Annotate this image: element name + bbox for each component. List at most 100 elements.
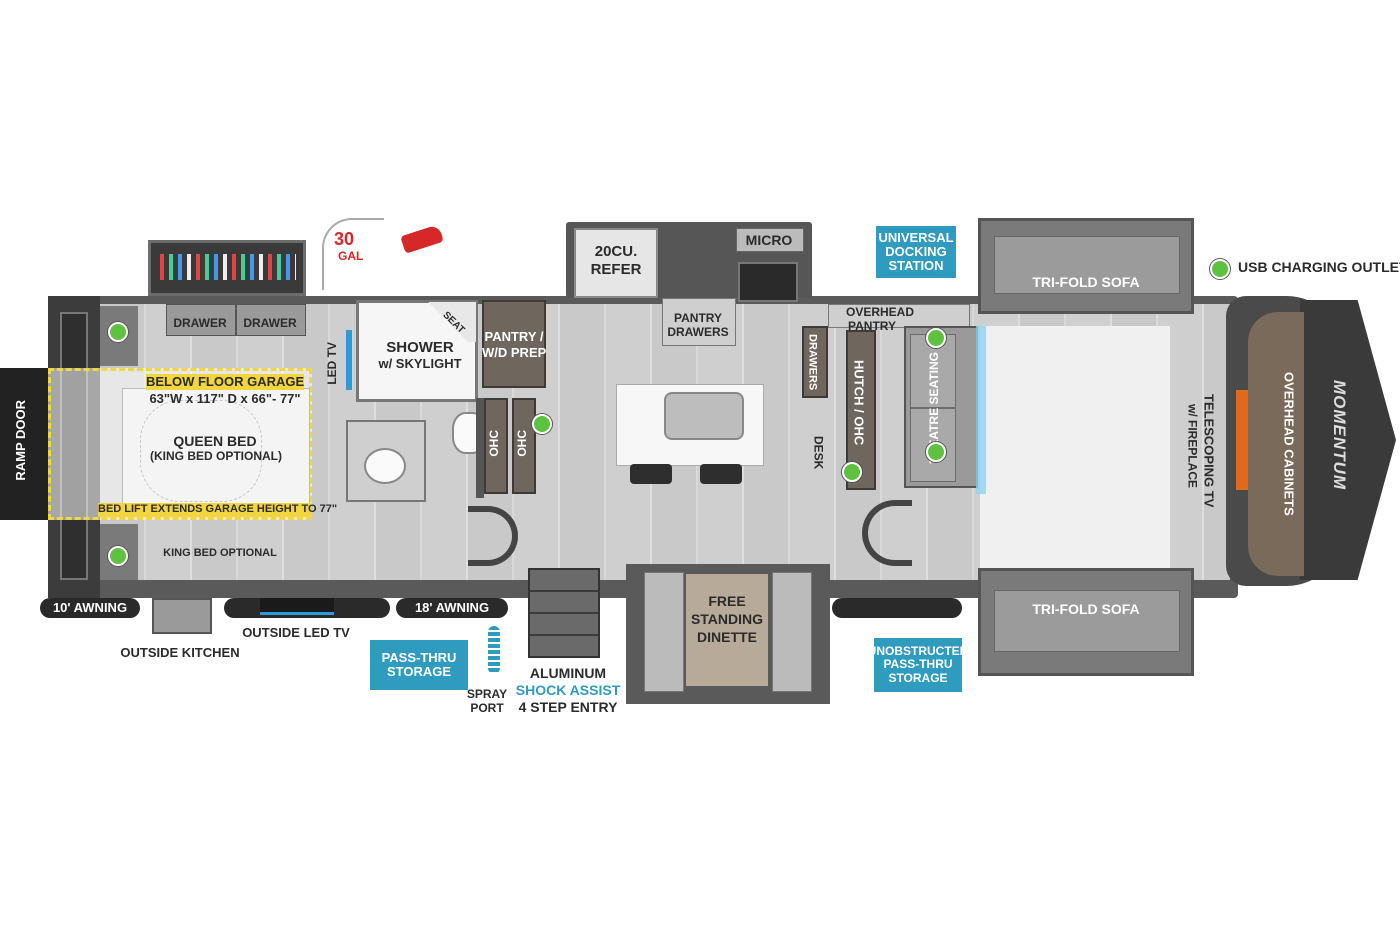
shock-assist-label: SHOCK ASSIST: [515, 682, 621, 698]
tri-fold-sofa-bottom-cushions: [994, 590, 1180, 652]
telescoping-tv-label-1: TELESCOPING TV: [1201, 394, 1217, 508]
dinette-label-2: STANDING: [690, 611, 764, 627]
dinette-label-1: FREE: [708, 593, 746, 609]
drawers-label: DRAWERS: [806, 334, 819, 391]
spray-hose-icon: [488, 626, 500, 674]
awning-10-label: 10' AWNING: [52, 600, 128, 615]
spray-label-1: SPRAY: [466, 687, 508, 701]
entry-steps: [528, 568, 600, 658]
refrigerator: [574, 228, 658, 298]
unobstructed-label-2: PASS-THRU: [883, 657, 953, 672]
desk-label: DESK: [811, 436, 826, 470]
fuel-nozzle-icon: [400, 224, 444, 254]
pantry-wd-label-2: W/D PREP: [482, 345, 547, 360]
aluminum-label: ALUMINUM: [529, 665, 607, 681]
telescoping-tv-label-2: w/ FIREPLACE: [1185, 404, 1200, 489]
fuel-capacity-unit: GAL: [338, 249, 364, 263]
dinette-table: [686, 574, 768, 686]
living-glow: [976, 326, 986, 494]
stove-icon: [738, 262, 798, 302]
shower-seat: [420, 302, 476, 342]
led-tv-label: LED TV: [325, 342, 339, 385]
microwave: [736, 228, 804, 252]
ohc-1-label: OHC: [487, 430, 501, 457]
overhead-pantry-label-2: PANTRY: [848, 319, 896, 333]
hutch-ohc-label: HUTCH / OHC: [851, 360, 867, 446]
awning-18-label: 18' AWNING: [414, 600, 490, 615]
brand-logo: MOMENTUM: [1329, 380, 1349, 490]
pass-thru-label-1: PASS-THRU: [381, 649, 457, 665]
usb-legend-dot: [1210, 259, 1230, 279]
pantry-drawers-label-1: PANTRY: [674, 311, 722, 325]
drawers-cabinet: [802, 326, 828, 398]
pantry-drawers-label-2: DRAWERS: [667, 325, 729, 339]
tri-fold-sofa-top-label: TRI-FOLD SOFA: [1032, 274, 1140, 290]
bed-sketch-icon: [140, 400, 262, 502]
fireplace-icon: [1236, 390, 1248, 490]
ohc-1: [484, 398, 508, 494]
overhead-pantry-label-1: OVERHEAD: [846, 305, 915, 319]
outside-kitchen-icon: [152, 598, 212, 634]
sink-icon: [664, 392, 744, 440]
outside-led-tv-label: OUTSIDE LED TV: [242, 625, 350, 640]
drawer-2-label: DRAWER: [243, 316, 297, 330]
stool-1: [630, 464, 672, 484]
ramp-door-label: RAMP DOOR: [13, 400, 28, 481]
bedroom-led-tv: [346, 330, 352, 390]
wardrobe-hangers: [160, 254, 296, 280]
garage-dimensions: 63"W x 117" D x 66"- 77": [149, 391, 301, 406]
usb-dot-icon: [926, 442, 946, 462]
ramp-door: [0, 368, 48, 520]
toilet-icon: [364, 448, 406, 484]
fuel-capacity: 30: [334, 229, 355, 249]
tri-fold-sofa-top-cushions: [994, 236, 1180, 294]
king-bed-optional-paren: (KING BED OPTIONAL): [150, 449, 282, 463]
shower-label: SHOWER: [386, 339, 454, 356]
spray-label-2: PORT: [470, 701, 504, 715]
unobstructed-label-1: UNOBSTRUCTED: [867, 644, 969, 659]
bathroom-vanity: [346, 420, 426, 502]
awning-10: [40, 598, 140, 618]
pantry-drawers: [662, 298, 736, 346]
overhead-pantry: [828, 304, 970, 328]
ohc-2-label: OHC: [515, 430, 529, 457]
unobstructed-label-3: STORAGE: [888, 670, 948, 685]
dinette-bench-right: [772, 572, 812, 692]
queen-bed-label: QUEEN BED: [173, 433, 257, 449]
outside-kitchen-label: OUTSIDE KITCHEN: [120, 645, 240, 660]
universal-docking-callout: UNIVERSAL DOCKING STATION: [876, 226, 956, 278]
overhead-cabinets-label: OVERHEAD CABINETS: [1281, 372, 1297, 516]
bed-lift-label: BED LIFT EXTENDS GARAGE HEIGHT TO 77": [98, 503, 338, 517]
living-area-floor: [980, 326, 1170, 576]
pass-thru-label-2: STORAGE: [386, 664, 452, 679]
step-entry-label: 4 STEP ENTRY: [518, 699, 618, 715]
refer-label-2: REFER: [590, 261, 642, 278]
usb-dot-icon: [532, 414, 552, 434]
stool-2: [700, 464, 742, 484]
universal-label-3: STATION: [888, 258, 944, 274]
dinette-label-3: DINETTE: [697, 629, 757, 645]
outside-led-tv-icon: [260, 598, 334, 615]
entry-door-rear: [468, 506, 518, 566]
ohc-2: [512, 398, 536, 494]
usb-dot-icon: [842, 462, 862, 482]
pantry-wd-label-1: PANTRY /: [484, 329, 544, 344]
drawer-1: [166, 304, 236, 336]
refer-label-1: 20CU.: [594, 243, 638, 260]
king-bed-optional-label: KING BED OPTIONAL: [163, 547, 277, 559]
drawer-2: [236, 304, 306, 336]
bath-wall: [476, 398, 484, 498]
usb-dot-icon: [108, 546, 128, 566]
unobstructed-storage-callout: UNOBSTRUCTED PASS-THRU STORAGE: [868, 638, 968, 692]
usb-dot-icon: [108, 322, 128, 342]
awning-front: [832, 598, 962, 618]
universal-label-1: UNIVERSAL: [878, 229, 954, 245]
fuel-hose-icon: [322, 218, 384, 290]
micro-label: MICRO: [745, 232, 793, 248]
awning-18: [396, 598, 508, 618]
universal-label-2: DOCKING: [885, 243, 947, 259]
usb-dot-icon: [926, 328, 946, 348]
tri-fold-sofa-bottom-label: TRI-FOLD SOFA: [1032, 601, 1140, 617]
shower-sub-label: w/ SKYLIGHT: [378, 356, 462, 371]
